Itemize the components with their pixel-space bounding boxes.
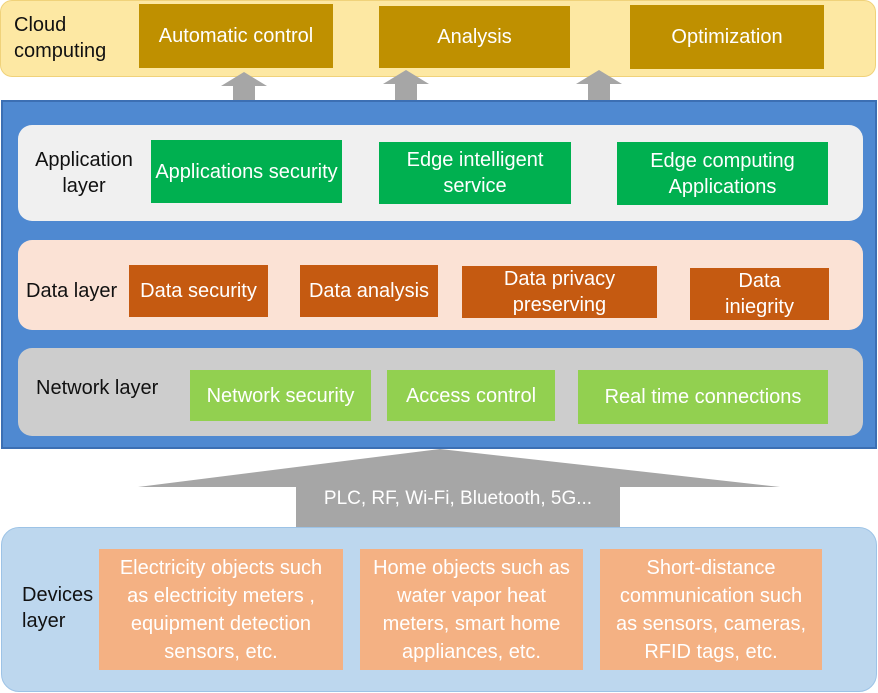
edge-intelligent-service-box: Edge intelligent service [379,142,571,204]
up-arrow-icon [221,72,267,102]
protocols-label: PLC, RF, Wi-Fi, Bluetooth, 5G... [323,488,593,509]
data-privacy-preserving-box: Data privacy preserving [462,266,657,318]
short-distance-communication-box: Short-distance communication such as sen… [600,549,822,670]
access-control-box: Access control [387,370,555,421]
data-integrity-box: Data iniegrity [690,268,829,320]
up-arrow-icon [383,70,429,100]
up-arrow-icon [576,70,622,100]
cloud-computing-label: Cloud computing [14,14,107,62]
analysis-box: Analysis [379,6,570,68]
devices-layer-label: Devices layer [22,584,94,632]
connectivity-arrow-icon [138,449,780,527]
real-time-connections-box: Real time connections [578,370,828,424]
application-layer-label: Application layer [35,149,133,197]
home-objects-box: Home objects such as water vapor heat me… [360,549,583,670]
edge-computing-applications-box: Edge computing Applications [617,142,828,205]
optimization-box: Optimization [630,5,824,69]
data-analysis-box: Data analysis [300,265,438,317]
electricity-objects-box: Electricity objects such as electricity … [99,549,343,670]
data-layer-label: Data layer [26,280,118,302]
data-security-box: Data security [129,265,268,317]
network-security-box: Network security [190,370,371,421]
automatic-control-box: Automatic control [139,4,333,68]
network-layer-label: Network layer [36,377,159,399]
applications-security-box: Applications security [151,140,342,203]
